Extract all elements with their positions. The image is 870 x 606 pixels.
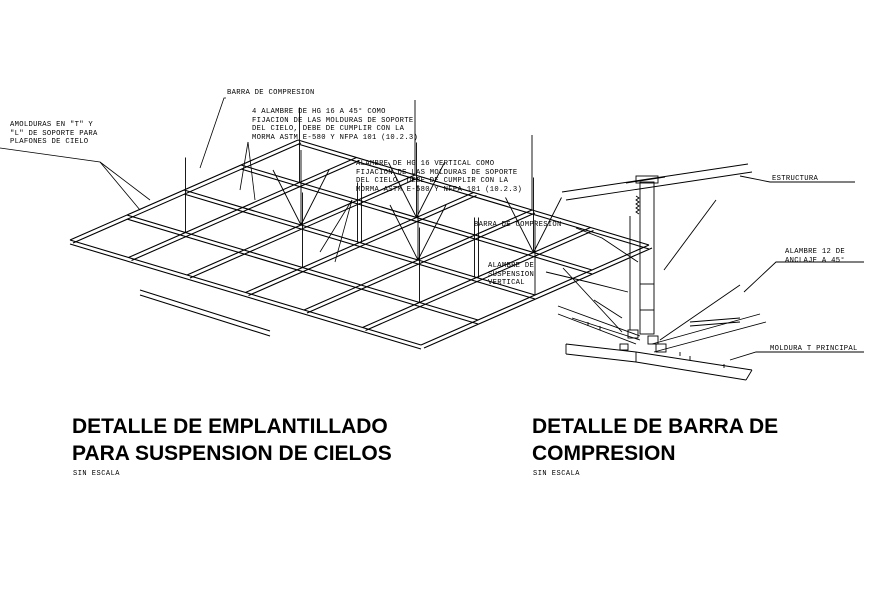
label-molduras: AMOLDURAS EN "T" Y "L" DE SOPORTE PARA P…	[10, 121, 98, 147]
leader-alambre-susp	[545, 271, 629, 293]
diagonal-hanger-wire	[417, 204, 447, 261]
cross-tee-rail	[423, 247, 653, 349]
leader-moldura	[729, 351, 864, 361]
structure-beam-top	[561, 163, 749, 193]
edge-angle-rail	[139, 294, 271, 337]
cross-tee-rail	[69, 139, 299, 241]
label-alambre-vertical: ALAMBRE DE HG 16 VERTICAL COMO FIJACION …	[356, 160, 523, 194]
slot-marks	[587, 322, 725, 368]
cross-tee-rail	[245, 191, 474, 294]
diagonal-hanger-wire	[505, 197, 534, 253]
anchor-wire	[562, 267, 623, 333]
diagonal-hanger-wire	[300, 169, 330, 226]
label-moldura-principal: MOLDURA T PRINCIPAL	[770, 345, 858, 353]
right-title-line1: DETALLE DE BARRA DE	[532, 415, 779, 438]
diagonal-hanger-wire	[533, 197, 562, 253]
label-alambre-12: ALAMBRE 12 DE ANCLAJE A 45°	[785, 248, 845, 265]
label-alambre-45: 4 ALAMBRE DE HG 16 A 45° COMO FIJACION D…	[252, 108, 419, 142]
ceiling-hangers	[185, 100, 562, 303]
cross-tee-rail	[362, 226, 591, 329]
label-alambre-suspension: ALAMBRE DE SUSPENSION VERTICAL	[488, 262, 535, 288]
post-hatch	[635, 195, 640, 215]
cross-tee-rail	[689, 317, 741, 327]
structure-beam-inner	[625, 176, 666, 184]
edge-angle-rail	[139, 289, 271, 332]
clip	[647, 335, 659, 345]
label-barra-compresion-left: BARRA DE COMPRESION	[227, 89, 315, 97]
leader-barra	[575, 227, 639, 263]
main-tee-rail	[565, 343, 753, 381]
cross-tee-rail	[557, 305, 641, 345]
cross-tee-rail	[306, 212, 536, 314]
compression-post-detail	[545, 163, 864, 381]
cross-tee-rail	[365, 229, 594, 332]
left-title-line2: PARA SUSPENSION DE CIELOS	[72, 442, 392, 465]
leader-molduras	[0, 147, 141, 211]
cross-tee-rail	[128, 156, 357, 259]
anchor-wire	[663, 199, 717, 271]
clip	[655, 343, 667, 353]
anchor-wire	[659, 284, 741, 341]
diagonal-hanger-wire	[389, 204, 419, 261]
structure-beam-bottom	[565, 171, 753, 201]
cross-tee-rail	[72, 142, 302, 244]
leader-alambre-vertical	[319, 199, 353, 253]
leader-estructura	[739, 175, 855, 183]
anchor-wire	[593, 299, 623, 319]
cross-tee-rail	[131, 159, 360, 262]
right-scale-note: SIN ESCALA	[533, 470, 581, 478]
label-barra-compresion-right: BARRA DE COMPRESION	[474, 221, 562, 229]
cross-tee-rail	[248, 194, 477, 297]
leader-alambre-45	[239, 141, 249, 191]
diagonal-hanger-wire	[272, 169, 302, 226]
leader-alambre-vertical	[334, 199, 353, 263]
right-title-line2: COMPRESION	[532, 442, 676, 465]
main-tee-rail	[69, 243, 422, 350]
leader-alambre-45	[247, 141, 256, 201]
clip	[619, 343, 629, 351]
diagonal-hanger-wire	[416, 162, 445, 218]
left-title-line1: DETALLE DE EMPLANTILLADO	[72, 415, 388, 438]
clip	[627, 329, 639, 339]
ceiling-grid	[69, 139, 653, 350]
cross-tee-rail	[651, 313, 767, 353]
left-scale-note: SIN ESCALA	[73, 470, 121, 478]
cross-tee-rail	[189, 177, 419, 279]
post-top-bracket	[635, 175, 659, 184]
label-estructura: ESTRUCTURA	[772, 175, 819, 183]
left-leader-lines	[0, 97, 353, 263]
compression-post	[639, 181, 655, 335]
leader-barra	[199, 97, 226, 169]
leader-molduras	[99, 161, 151, 201]
diagonal-hanger-wire	[388, 162, 417, 218]
leader-alambre12	[743, 261, 864, 293]
